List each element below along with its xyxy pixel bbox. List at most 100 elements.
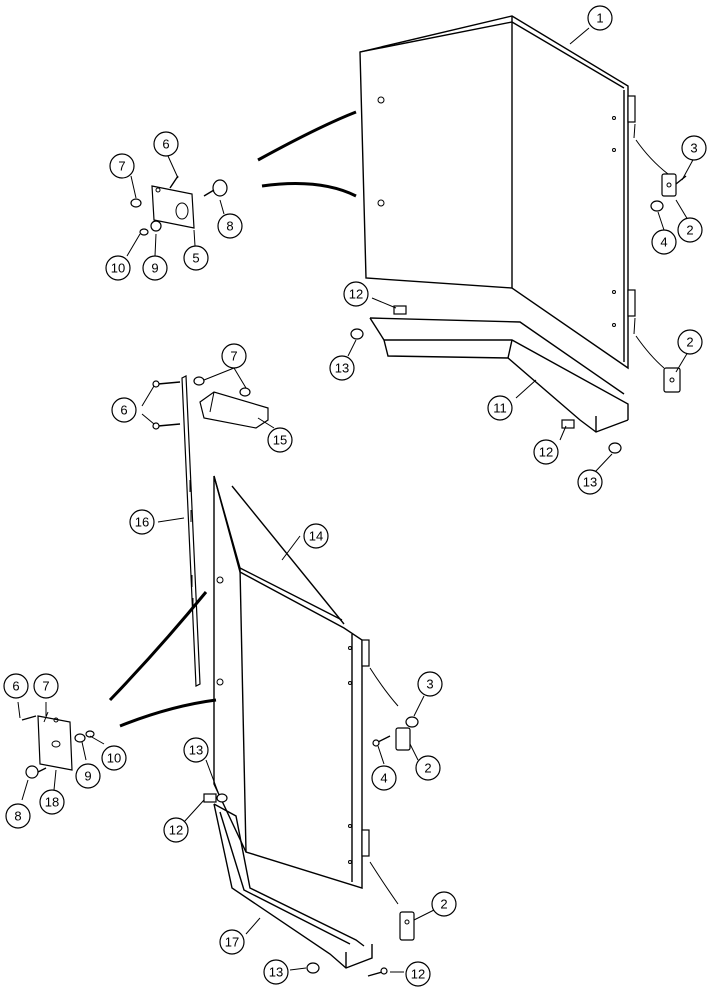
callout-c15-mid: 15 bbox=[267, 427, 293, 453]
top-side-panel bbox=[359, 15, 636, 370]
callout-c4-low: 4 bbox=[371, 765, 397, 791]
lower-skid-plate bbox=[203, 793, 388, 977]
callout-number: 7 bbox=[230, 349, 237, 364]
connection-stroke bbox=[108, 591, 208, 702]
callout-circle bbox=[75, 763, 101, 789]
callout-c8-low: 8 bbox=[5, 803, 31, 829]
callout-circle bbox=[105, 255, 131, 281]
callout-c2-low-b: 2 bbox=[431, 891, 457, 917]
callout-circle bbox=[39, 789, 65, 815]
callout-circle bbox=[587, 5, 613, 31]
callout-number: 15 bbox=[273, 433, 287, 448]
callout-number: 12 bbox=[169, 823, 183, 838]
callout-circle bbox=[677, 217, 703, 243]
callout-circle bbox=[329, 355, 355, 381]
callout-number: 8 bbox=[226, 219, 233, 234]
callout-c10-top: 10 bbox=[105, 255, 131, 281]
connection-stroke bbox=[257, 110, 357, 162]
callout-number: 12 bbox=[349, 287, 363, 302]
callout-c18-low: 18 bbox=[39, 789, 65, 815]
callout-c13-top-a: 13 bbox=[329, 355, 355, 381]
callout-c3-top: 3 bbox=[681, 135, 707, 161]
callout-number: 13 bbox=[189, 743, 203, 758]
callout-c6-low: 6 bbox=[3, 673, 29, 699]
top-hinge-lower bbox=[635, 335, 681, 393]
callout-circle bbox=[343, 281, 369, 307]
callout-number: 13 bbox=[583, 475, 597, 490]
callout-c14-lower-panel: 14 bbox=[303, 523, 329, 549]
callout-circle bbox=[217, 213, 243, 239]
lower-hinge-upper bbox=[369, 667, 419, 751]
callout-c6-top: 6 bbox=[153, 131, 179, 157]
callout-c7-top: 7 bbox=[109, 153, 135, 179]
leader-lines bbox=[17, 27, 695, 973]
mid-hinge-strip bbox=[152, 375, 201, 687]
callout-number: 5 bbox=[192, 251, 199, 266]
callout-circle bbox=[109, 153, 135, 179]
callout-c13-low-b: 13 bbox=[263, 959, 289, 985]
callout-number: 1 bbox=[596, 11, 603, 26]
callout-circle bbox=[33, 673, 59, 699]
callout-number: 3 bbox=[426, 677, 433, 692]
callout-c11-top: 11 bbox=[487, 395, 513, 421]
callout-c17-low: 17 bbox=[219, 929, 245, 955]
callout-circle bbox=[3, 673, 29, 699]
callout-c16-mid: 16 bbox=[129, 509, 155, 535]
callout-circle bbox=[101, 745, 127, 771]
callout-c12-low-a: 12 bbox=[163, 817, 189, 843]
callout-circle bbox=[221, 343, 247, 369]
callout-number: 14 bbox=[309, 529, 323, 544]
callout-c7-mid: 7 bbox=[221, 343, 247, 369]
top-hinge-upper bbox=[635, 139, 687, 212]
callout-circle bbox=[267, 427, 293, 453]
callout-c12-top-b: 12 bbox=[533, 439, 559, 465]
callout-circle bbox=[405, 961, 431, 987]
callout-number: 9 bbox=[151, 261, 158, 276]
callout-number: 7 bbox=[118, 159, 125, 174]
callout-number: 7 bbox=[42, 679, 49, 694]
callout-number: 10 bbox=[111, 261, 125, 276]
callout-circle bbox=[183, 737, 209, 763]
callout-circle bbox=[371, 765, 397, 791]
callout-circle bbox=[533, 439, 559, 465]
callout-c2-low-a: 2 bbox=[415, 755, 441, 781]
bracket-assembly-lower bbox=[21, 711, 95, 779]
callout-c10-low: 10 bbox=[101, 745, 127, 771]
top-skid-plate bbox=[350, 305, 629, 454]
callout-circle bbox=[417, 671, 443, 697]
callout-number: 2 bbox=[686, 223, 693, 238]
callout-c1-top-panel: 1 bbox=[587, 5, 613, 31]
connection-stroke bbox=[119, 698, 217, 728]
callout-circle bbox=[5, 803, 31, 829]
callout-c4-top: 4 bbox=[651, 229, 677, 255]
callout-circle bbox=[431, 891, 457, 917]
callout-circle bbox=[577, 469, 603, 495]
callout-number: 8 bbox=[14, 809, 21, 824]
callout-circle bbox=[111, 397, 137, 423]
callout-circle bbox=[219, 929, 245, 955]
callout-number: 2 bbox=[440, 897, 447, 912]
mid-angle-bracket bbox=[193, 376, 269, 429]
callout-c3-low: 3 bbox=[417, 671, 443, 697]
bracket-assembly-top bbox=[130, 175, 228, 236]
callout-number: 4 bbox=[660, 235, 667, 250]
callout-c9-top: 9 bbox=[142, 255, 168, 281]
callout-c9-low: 9 bbox=[75, 763, 101, 789]
callout-circle bbox=[651, 229, 677, 255]
callout-c12-low-b: 12 bbox=[405, 961, 431, 987]
callout-c6-mid: 6 bbox=[111, 397, 137, 423]
callout-number: 6 bbox=[162, 137, 169, 152]
lower-hinge-lower bbox=[369, 861, 415, 941]
callout-number: 6 bbox=[120, 403, 127, 418]
callout-circle bbox=[677, 329, 703, 355]
callout-circle bbox=[163, 817, 189, 843]
callout-circle bbox=[129, 509, 155, 535]
callout-circle bbox=[183, 245, 209, 271]
callout-number: 6 bbox=[12, 679, 19, 694]
callout-c7-low: 7 bbox=[33, 673, 59, 699]
callout-circle bbox=[487, 395, 513, 421]
callout-number: 17 bbox=[225, 935, 239, 950]
